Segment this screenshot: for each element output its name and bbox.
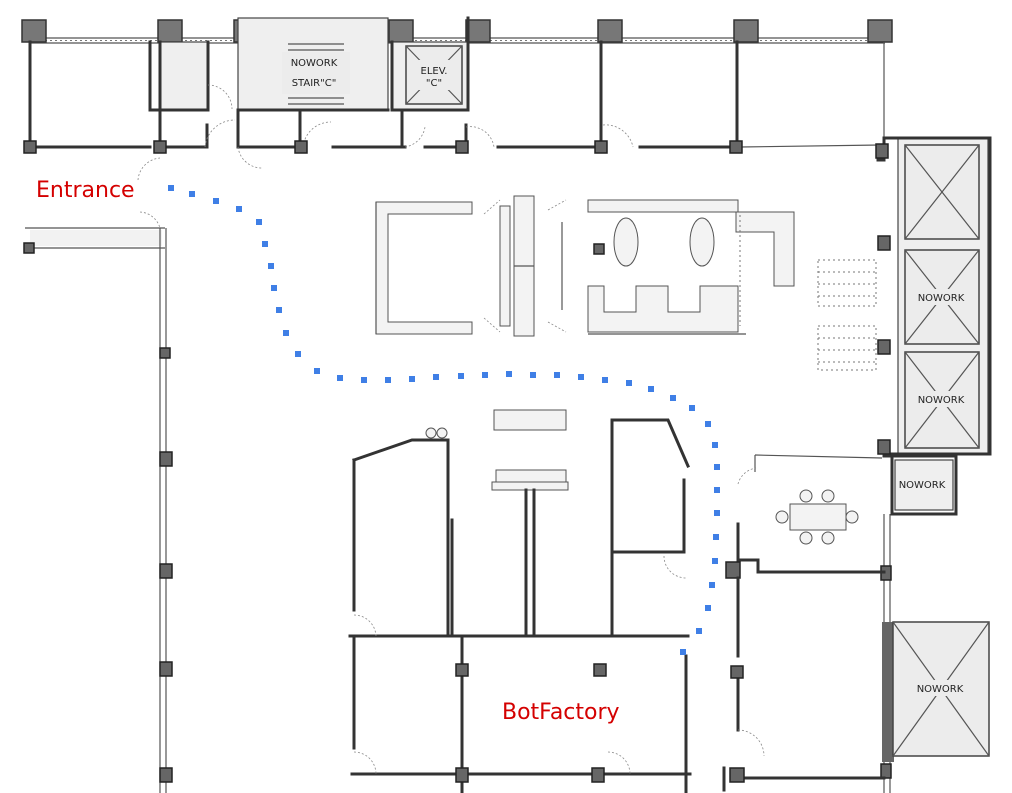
south-central-rooms (348, 409, 692, 793)
central-island (375, 195, 795, 337)
botfactory-label: BotFactory (502, 700, 620, 725)
east-exterior-wall (880, 514, 894, 793)
nowork-small-room (882, 454, 958, 516)
elevator-label-line2: "C" (426, 78, 442, 89)
stair-label-line2: STAIR"C" (292, 78, 337, 89)
east-lower-room (722, 576, 886, 792)
conference-room (725, 454, 886, 579)
nowork-label-2: NOWORK (918, 395, 965, 406)
north-columns (21, 19, 893, 43)
stair-label-line1: NOWORK (291, 58, 338, 69)
elevator-label-line1: ELEV. (421, 66, 448, 77)
nowork-label-3: NOWORK (899, 480, 946, 491)
west-wall (23, 211, 173, 793)
corridor-columns (23, 140, 743, 154)
waiting-area-seating (817, 259, 877, 371)
nowork-label-1: NOWORK (918, 293, 965, 304)
entrance-label: Entrance (36, 178, 135, 203)
elevator-shaft-icon (904, 144, 980, 240)
route-path (168, 185, 720, 655)
north-corridor-wall (28, 40, 885, 181)
nowork-label-4: NOWORK (917, 684, 964, 695)
